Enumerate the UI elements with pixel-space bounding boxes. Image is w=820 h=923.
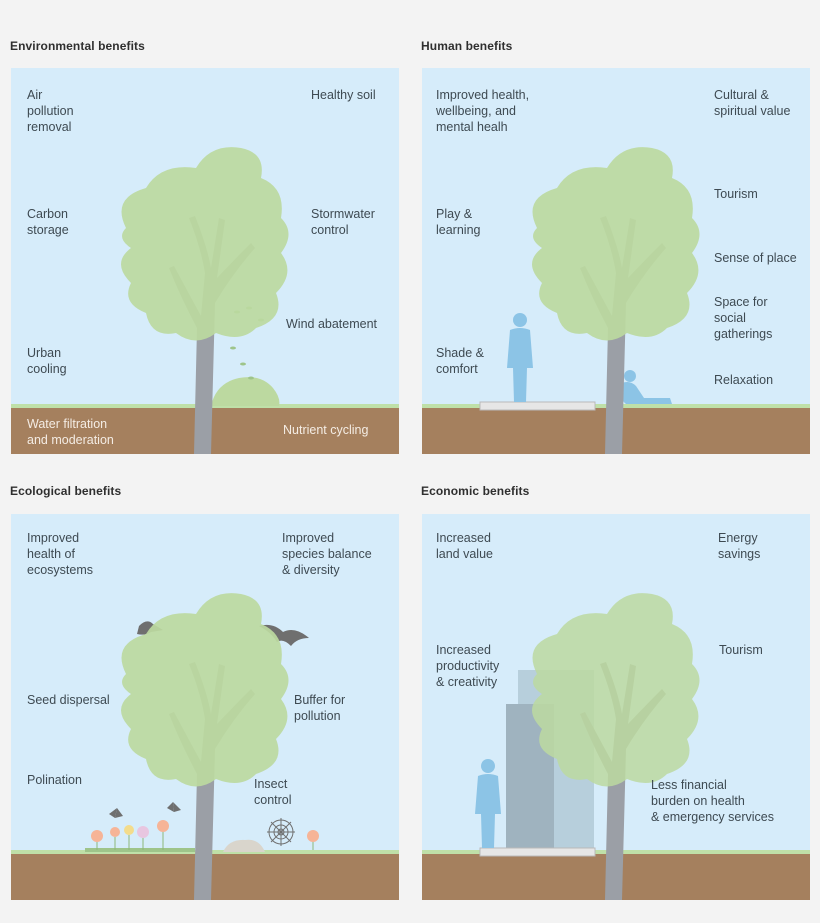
label-financial: Less financial burden on health & emerge… (651, 778, 774, 824)
economic-scene (422, 593, 810, 900)
panel-environmental: Air pollution removal Healthy soil Carbo… (11, 68, 399, 454)
label-insect: Insect control (254, 777, 292, 807)
bat-icon (259, 624, 309, 646)
label-air-pollution: Air pollution removal (27, 88, 74, 134)
rock-icon (223, 839, 265, 852)
label-tourism: Tourism (714, 187, 758, 201)
standing-person-icon (475, 759, 501, 848)
label-tourism-economic: Tourism (719, 643, 763, 657)
bench-icon (479, 847, 596, 857)
ecological-scene (11, 593, 399, 900)
standing-person-icon (507, 313, 533, 402)
bench-icon (479, 401, 596, 411)
label-relaxation: Relaxation (714, 373, 774, 387)
label-improved-health: Improved health, wellbeing, and mental h… (436, 88, 530, 134)
panel-title-economic: Economic benefits (421, 484, 530, 498)
panel-human: Improved health, wellbeing, and mental h… (422, 68, 810, 454)
panel-economic: Increased land value Energy savings Incr… (422, 514, 810, 900)
label-seed-dispersal: Seed dispersal (27, 693, 110, 707)
label-carbon-storage: Carbon storage (27, 207, 69, 237)
label-healthy-soil: Healthy soil (311, 88, 376, 102)
label-play: Play & learning (436, 207, 481, 237)
tree-icon (121, 147, 289, 454)
label-polination: Polination (27, 773, 82, 787)
panel-title-human: Human benefits (421, 39, 513, 53)
label-land-value: Increased land value (436, 531, 493, 561)
label-species: Improved species balance & diversity (282, 531, 372, 577)
label-cultural: Cultural & spiritual value (714, 88, 791, 118)
panel-ecological: Improved health of ecosystems Improved s… (11, 514, 399, 900)
label-water-filtration: Water filtration and moderation (27, 417, 114, 447)
tree-icon (532, 147, 700, 454)
label-urban-cooling: Urban cooling (27, 346, 67, 376)
label-sense-of-place: Sense of place (714, 251, 797, 265)
panel-title-ecological: Ecological benefits (10, 484, 122, 498)
spider-web-icon (267, 818, 295, 846)
label-social: Space for social gatherings (714, 295, 773, 341)
panel-title-environmental: Environmental benefits (10, 39, 145, 53)
label-stormwater: Stormwater control (311, 207, 375, 237)
label-productivity: Increased productivity & creativity (436, 643, 500, 689)
label-nutrient: Nutrient cycling (283, 423, 369, 437)
label-eco-health: Improved health of ecosystems (27, 531, 93, 577)
tree-icon (121, 593, 289, 900)
label-wind: Wind abatement (286, 317, 378, 331)
flowers-icon (85, 820, 319, 852)
sitting-person-icon (620, 370, 672, 404)
label-buffer: Buffer for pollution (294, 693, 346, 723)
bird-icon (137, 621, 163, 635)
label-energy: Energy savings (718, 531, 761, 561)
tree-icon (532, 593, 700, 900)
human-scene (422, 147, 810, 454)
environmental-scene (11, 147, 399, 454)
shrub-icon (211, 377, 280, 406)
butterfly-icon (109, 802, 181, 818)
label-shade: Shade & comfort (436, 346, 484, 376)
